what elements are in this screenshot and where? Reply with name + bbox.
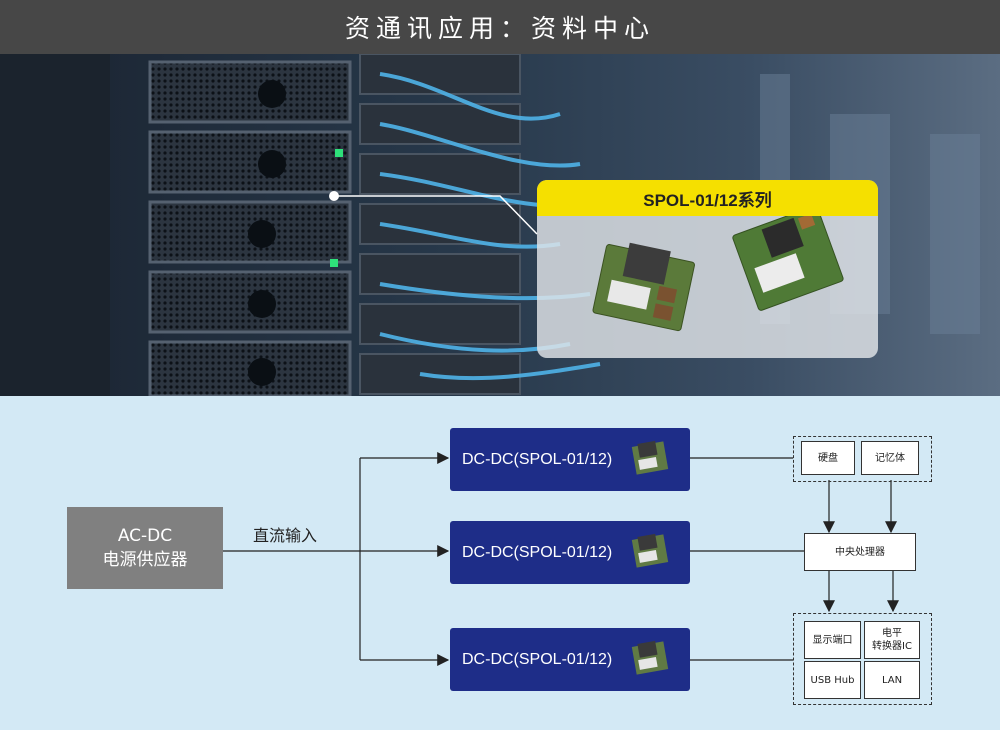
acdc-line2: 电源供应器 — [102, 550, 188, 570]
spol-module-image-right — [732, 205, 844, 311]
spol-module-image-left — [592, 242, 695, 332]
dcdc-label: DC-DC(SPOL-01/12) — [462, 650, 613, 668]
module-chip-icon — [631, 640, 669, 675]
hdd-label: 硬盘 — [818, 452, 838, 464]
display-port-label: 显示端口 — [812, 634, 853, 646]
lan-box: LAN — [864, 661, 920, 699]
module-chip-icon — [631, 533, 669, 568]
dc-input-label: 直流输入 — [253, 526, 318, 545]
usb-hub-label: USB Hub — [810, 674, 855, 686]
cpu-box: 中央处理器 — [804, 533, 916, 571]
acdc-line1: AC-DC — [117, 526, 173, 546]
level-shifter-box: 电平 转换器IC — [864, 621, 920, 659]
product-callout: SPOL-01/12系列 — [537, 180, 878, 358]
usb-hub-box: USB Hub — [804, 661, 861, 699]
module-chip-icon — [631, 440, 669, 475]
page-header: 资通讯应用：资料中心 — [0, 0, 1000, 54]
lan-label: LAN — [881, 674, 903, 686]
peripheral-group — [793, 613, 932, 705]
level-shifter-line1: 电平 — [882, 628, 902, 639]
dcdc-converter-3: DC-DC(SPOL-01/12) — [450, 628, 690, 691]
dcdc-converter-2: DC-DC(SPOL-01/12) — [450, 521, 690, 584]
memory-label: 记忆体 — [875, 452, 905, 464]
cpu-label: 中央处理器 — [835, 546, 885, 558]
storage-group — [793, 436, 932, 482]
callout-title: SPOL-01/12系列 — [537, 180, 878, 216]
dcdc-label: DC-DC(SPOL-01/12) — [462, 450, 613, 468]
dcdc-converter-1: DC-DC(SPOL-01/12) — [450, 428, 690, 491]
block-diagram: AC-DC 电源供应器 直流输入 DC-DC(SPOL-01/12) DC-DC… — [0, 396, 1000, 730]
dcdc-label: DC-DC(SPOL-01/12) — [462, 543, 613, 561]
page-title: 资通讯应用：资料中心 — [344, 14, 655, 43]
memory-box: 记忆体 — [861, 441, 919, 475]
product-images — [592, 205, 844, 332]
level-shifter-line2: 转换器IC — [872, 641, 912, 652]
acdc-power-supply: AC-DC 电源供应器 — [67, 507, 223, 589]
display-port-box: 显示端口 — [804, 621, 861, 659]
callout-marker — [329, 191, 339, 201]
hdd-box: 硬盘 — [801, 441, 855, 475]
